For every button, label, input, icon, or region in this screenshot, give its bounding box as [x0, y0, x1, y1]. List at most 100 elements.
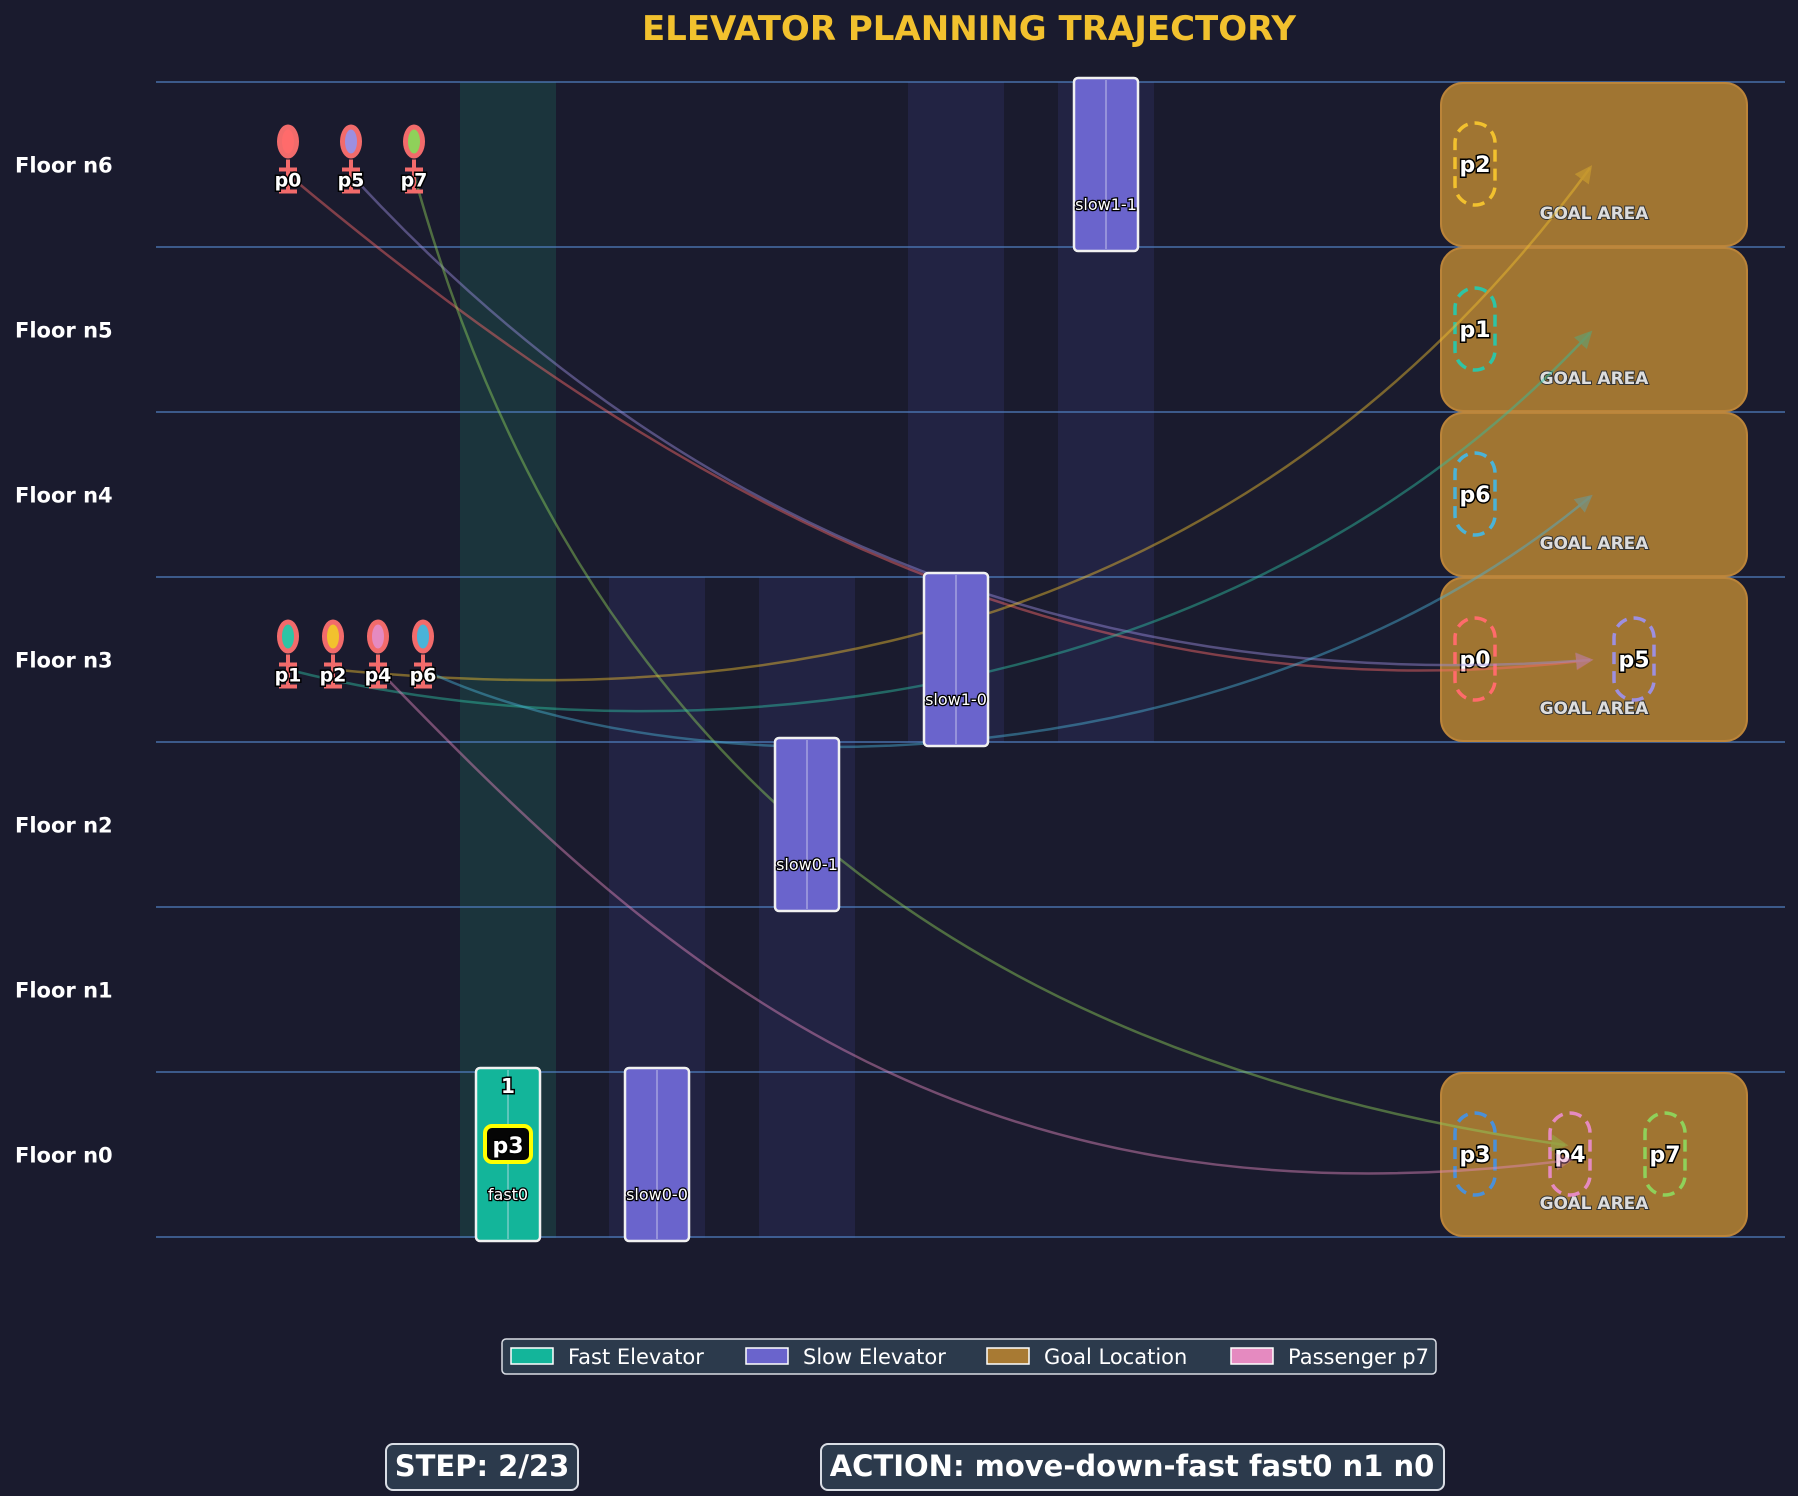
waiting-passenger-p6: p6 — [408, 619, 438, 689]
floor-label-n6: Floor n6 — [15, 154, 113, 178]
goal-slot-p2 — [1453, 121, 1497, 207]
goal-passenger-p6: p6 — [1459, 483, 1490, 508]
legend-item-0: Fast Elevator — [510, 1345, 704, 1369]
floor-label-n2: Floor n2 — [15, 814, 113, 838]
goal-passenger-p2: p2 — [1459, 153, 1490, 178]
floor-label-n4: Floor n4 — [15, 484, 113, 508]
passenger-badge-label: p3 — [492, 1134, 523, 1159]
goal-slot-p5 — [1612, 616, 1656, 702]
person-arms — [342, 167, 360, 172]
person-feet — [342, 189, 360, 194]
floor-label-n0: Floor n0 — [15, 1144, 113, 1168]
person-body — [349, 159, 353, 193]
goal-area-n0: GOAL AREA p3 p4 p7 — [1440, 1072, 1748, 1237]
person-arms — [414, 662, 432, 667]
legend-swatch — [986, 1347, 1030, 1365]
elevators: fast0 1 p3 slow0-0 slow0-1 slow1-0 slow1-1 — [474, 76, 1140, 1243]
person-body — [376, 654, 380, 688]
elevator-shafts — [460, 82, 1154, 1238]
goal-slot-p0 — [1453, 616, 1497, 702]
goal-area-label: GOAL AREA — [1540, 369, 1650, 389]
person-body — [331, 654, 335, 688]
trajectory-p1 — [287, 330, 1593, 713]
goal-passenger-p3: p3 — [1459, 1143, 1490, 1168]
passenger-color-marker — [282, 624, 294, 649]
person-body — [286, 159, 290, 193]
goal-slot-p6 — [1453, 451, 1497, 537]
elevator-slow0-0: slow0-0 — [623, 1066, 691, 1243]
goal-passenger-p1: p1 — [1459, 318, 1490, 343]
goal-area-label: GOAL AREA — [1540, 534, 1650, 554]
elevator-passenger-count: 1 — [501, 1074, 515, 1098]
waiting-passenger-p5: p5 — [336, 124, 366, 194]
elevator-slow1-0: slow1-0 — [922, 571, 990, 748]
person-arms — [405, 167, 423, 172]
goal-area-label: GOAL AREA — [1540, 699, 1650, 719]
person-arms — [369, 662, 387, 667]
elevator-label: slow0-0 — [626, 1185, 688, 1204]
waiting-passenger-label: p0 — [275, 170, 302, 192]
goal-area-label: GOAL AREA — [1540, 1194, 1650, 1214]
step-box: STEP: 2/23 — [385, 1443, 579, 1491]
legend: Fast Elevator Slow Elevator Goal Location P… — [501, 1338, 1437, 1375]
goal-area-n3: GOAL AREA p0 p5 — [1440, 577, 1748, 742]
legend-box — [501, 1338, 1437, 1375]
page-title: ELEVATOR PLANNING TRAJECTORY — [642, 9, 1296, 49]
goal-area-n4: GOAL AREA p6 — [1440, 412, 1748, 577]
trajectory-p4 — [377, 668, 1574, 1175]
person-feet — [279, 189, 297, 194]
legend-label: Fast Elevator — [568, 1345, 704, 1369]
goal-box — [1440, 247, 1748, 412]
legend-item-2: Goal Location — [986, 1345, 1187, 1369]
goal-passenger-p4: p4 — [1554, 1143, 1585, 1168]
person-body — [412, 159, 416, 193]
goal-passenger-p0: p0 — [1459, 648, 1490, 673]
person-feet — [414, 684, 432, 689]
goal-passenger-p7: p7 — [1649, 1143, 1680, 1168]
legend-label: Passenger p7 — [1288, 1345, 1429, 1369]
passenger-badge — [483, 1124, 533, 1164]
trajectory-p5 — [350, 173, 1594, 670]
elevator-slow1-1: slow1-1 — [1072, 76, 1140, 253]
passenger-color-marker — [408, 129, 420, 154]
person-feet — [405, 189, 423, 194]
goal-slot-p1 — [1453, 286, 1497, 372]
waiting-passenger-label: p7 — [401, 170, 428, 192]
goal-box — [1440, 577, 1748, 742]
elevator-label: slow1-1 — [1075, 195, 1137, 214]
goal-box — [1440, 82, 1748, 247]
waiting-passenger-label: p5 — [338, 170, 365, 192]
legend-label: Goal Location — [1044, 1345, 1187, 1369]
legend-label: Slow Elevator — [803, 1345, 946, 1369]
passenger-color-marker — [282, 129, 294, 154]
waiting-passenger-label: p4 — [365, 665, 392, 687]
waiting-passenger-label: p2 — [320, 665, 347, 687]
person-feet — [279, 684, 297, 689]
legend-swatch — [1230, 1347, 1274, 1365]
elevator-fast0: fast0 1 p3 — [474, 1066, 542, 1243]
elevator-label: slow0-1 — [776, 855, 838, 874]
waiting-passenger-p0: p0 — [273, 124, 303, 194]
goal-area-n5: GOAL AREA p1 — [1440, 247, 1748, 412]
shaft-fast0 — [460, 82, 556, 1238]
person-body — [286, 654, 290, 688]
person-body — [421, 654, 425, 688]
goal-slot-p4 — [1548, 1111, 1592, 1197]
person-feet — [369, 684, 387, 689]
goal-passenger-p5: p5 — [1618, 648, 1649, 673]
elevator-label: slow1-0 — [925, 690, 987, 709]
step-counter: STEP: 2/23 — [395, 1449, 570, 1483]
passenger-color-marker — [372, 624, 384, 649]
passenger-color-marker — [417, 624, 429, 649]
goal-box — [1440, 412, 1748, 577]
person-arms — [324, 662, 342, 667]
floor-label-n5: Floor n5 — [15, 319, 113, 343]
waiting-passenger-p2: p2 — [318, 619, 348, 689]
floor-label-n3: Floor n3 — [15, 649, 113, 673]
waiting-passenger-p7: p7 — [399, 124, 429, 194]
elevator-label: fast0 — [488, 1185, 528, 1204]
waiting-passenger-label: p6 — [410, 665, 437, 687]
